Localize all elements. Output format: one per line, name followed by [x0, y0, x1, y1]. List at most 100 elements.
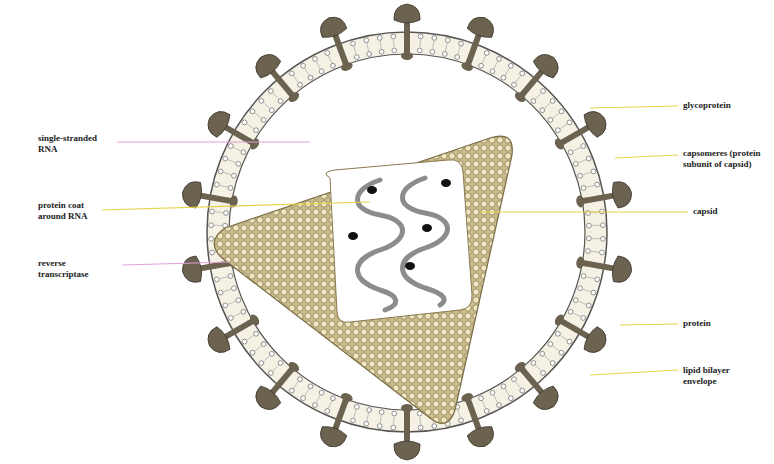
lipid-head	[351, 41, 356, 46]
spike-knob	[611, 255, 634, 284]
lipid-tail	[419, 417, 421, 425]
glycoprotein-spike	[508, 355, 564, 415]
lipid-head	[484, 409, 489, 414]
part-label: capsid	[693, 206, 753, 217]
lipid-head	[550, 361, 555, 366]
lipid-tail	[579, 301, 586, 304]
spike-knob	[203, 325, 233, 357]
lipid-tail	[354, 46, 356, 54]
spike-knob	[394, 4, 420, 23]
spike-anchor	[575, 195, 585, 208]
lipid-head	[541, 89, 546, 94]
spike-knob	[466, 424, 497, 451]
lipid-head	[236, 161, 241, 166]
lipid-tail	[273, 93, 279, 99]
lipid-tail	[354, 410, 356, 418]
lipid-tail	[273, 365, 279, 371]
lipid-head	[224, 211, 229, 216]
lipid-head	[595, 277, 600, 282]
lipid-tail	[560, 335, 567, 339]
spike-anchor	[287, 360, 301, 374]
lipid-head	[581, 316, 586, 321]
part-label: protein	[683, 318, 743, 329]
lipid-head	[268, 371, 273, 376]
lipid-tail	[367, 413, 369, 421]
lipid-tail	[234, 313, 241, 317]
spike-anchor	[401, 404, 413, 412]
lipid-head	[531, 361, 536, 366]
lipid-head	[268, 89, 273, 94]
enzyme-dot	[405, 262, 415, 270]
lipid-tail	[305, 389, 309, 396]
lipid-head	[331, 63, 336, 68]
lipid-tail	[367, 43, 369, 51]
lipid-tail	[247, 124, 254, 128]
lipid-head	[289, 388, 294, 393]
part-label: single-stranded RNA	[38, 133, 113, 155]
lipid-head	[278, 99, 283, 104]
lipid-head	[308, 75, 313, 80]
glycoprotein-spike	[549, 107, 611, 158]
spike-knob	[180, 255, 203, 284]
lipid-tail	[223, 172, 231, 174]
lipid-head	[254, 128, 259, 133]
lipid-head	[442, 52, 447, 57]
enzyme-dot	[422, 224, 432, 232]
lipid-head	[377, 36, 382, 41]
lipid-head	[261, 342, 266, 347]
lipid-head	[479, 396, 484, 401]
lipid-head	[289, 71, 294, 76]
enzyme-dot	[367, 186, 377, 194]
lipid-head	[418, 425, 423, 430]
lipid-tail	[264, 356, 270, 361]
lipid-head	[298, 377, 303, 382]
spike-anchor	[340, 392, 354, 404]
lipid-tail	[223, 289, 231, 291]
lipid-head	[209, 236, 214, 241]
lipid-head	[520, 388, 525, 393]
lipid-head	[228, 274, 233, 279]
spike-anchor	[513, 90, 527, 104]
lipid-head	[591, 290, 596, 295]
lipid-tail	[214, 225, 222, 226]
lipid-head	[548, 342, 553, 347]
glycoprotein-spike	[317, 389, 361, 451]
lipid-head	[430, 49, 435, 54]
lipid-tail	[294, 382, 299, 388]
lipid-head	[567, 120, 572, 125]
lipid-head	[600, 250, 605, 255]
lipid-tail	[573, 147, 580, 151]
lipid-head	[501, 384, 506, 389]
lipid-head	[261, 118, 266, 123]
lipid-head	[497, 403, 502, 408]
spike-knob	[394, 441, 420, 460]
lipid-tail	[592, 225, 600, 226]
rna-strand	[403, 178, 448, 305]
lipid-tail	[505, 389, 509, 396]
leader-line	[102, 202, 370, 210]
lipid-head	[490, 69, 495, 74]
leader-line	[117, 141, 310, 142]
lipid-head	[214, 277, 219, 282]
lipid-head	[241, 150, 246, 155]
lipid-head	[586, 156, 591, 161]
lipid-tail	[255, 346, 261, 351]
lipid-head	[232, 286, 237, 291]
lipid-tail	[220, 277, 228, 279]
lipid-tail	[458, 46, 460, 54]
lipid-head	[540, 351, 545, 356]
glycoprotein-spike	[549, 307, 611, 358]
lipid-tail	[544, 356, 550, 361]
glycoprotein-spike	[250, 355, 306, 415]
glycoprotein-spike	[203, 107, 265, 158]
spike-anchor	[553, 137, 566, 151]
glycoprotein-spike	[454, 389, 498, 451]
lipid-head	[417, 48, 422, 53]
lipid-tail	[536, 365, 542, 371]
lipid-head	[595, 182, 600, 187]
lipid-tail	[380, 41, 381, 49]
leader-line	[122, 262, 230, 265]
glycoprotein-spike	[317, 13, 361, 75]
glycoprotein-spikes	[180, 4, 634, 460]
lipid-head	[367, 408, 372, 413]
